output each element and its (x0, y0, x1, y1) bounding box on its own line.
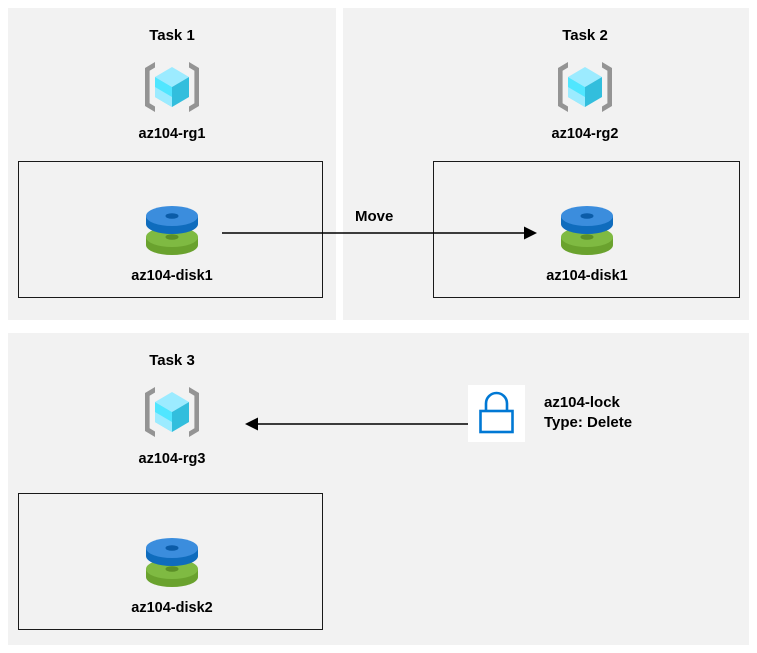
resource-group-icon (554, 56, 616, 118)
managed-disk-icon (140, 530, 204, 592)
task2-panel: Task 2 az104-rg2 az104-disk1 (343, 8, 749, 320)
move-arrow (222, 226, 537, 240)
resource-group-icon (141, 381, 203, 443)
task1-panel: Task 1 az104-rg1 (8, 8, 336, 320)
task2-disk-label: az104-disk1 (546, 268, 628, 284)
lock-name: az104-lock (544, 394, 620, 411)
lock-text-block: az104-lock Type: Delete (544, 393, 632, 433)
task3-resource-group-label: az104-rg3 (138, 451, 206, 467)
lock-icon (468, 385, 525, 442)
managed-disk-icon (140, 198, 204, 260)
task3-panel: Task 3 az104-rg3 az104-lock Type: Delete (8, 333, 749, 645)
task3-title: Task 3 (149, 352, 195, 369)
task1-disk-label: az104-disk1 (131, 268, 213, 284)
task3-resource-box: az104-disk2 (18, 493, 323, 630)
move-arrow-label: Move (355, 208, 394, 225)
lock-type: Type: Delete (544, 414, 633, 431)
task3-disk-label: az104-disk2 (131, 600, 213, 616)
task2-title: Task 2 (562, 27, 608, 44)
task1-title: Task 1 (149, 27, 195, 44)
managed-disk-icon (555, 198, 619, 260)
resource-group-icon (141, 56, 203, 118)
lock-arrow (245, 417, 469, 431)
task1-resource-box: az104-disk1 (18, 161, 323, 298)
task1-resource-group-label: az104-rg1 (138, 126, 206, 142)
task2-resource-box: az104-disk1 (433, 161, 740, 298)
task2-resource-group-label: az104-rg2 (551, 126, 619, 142)
